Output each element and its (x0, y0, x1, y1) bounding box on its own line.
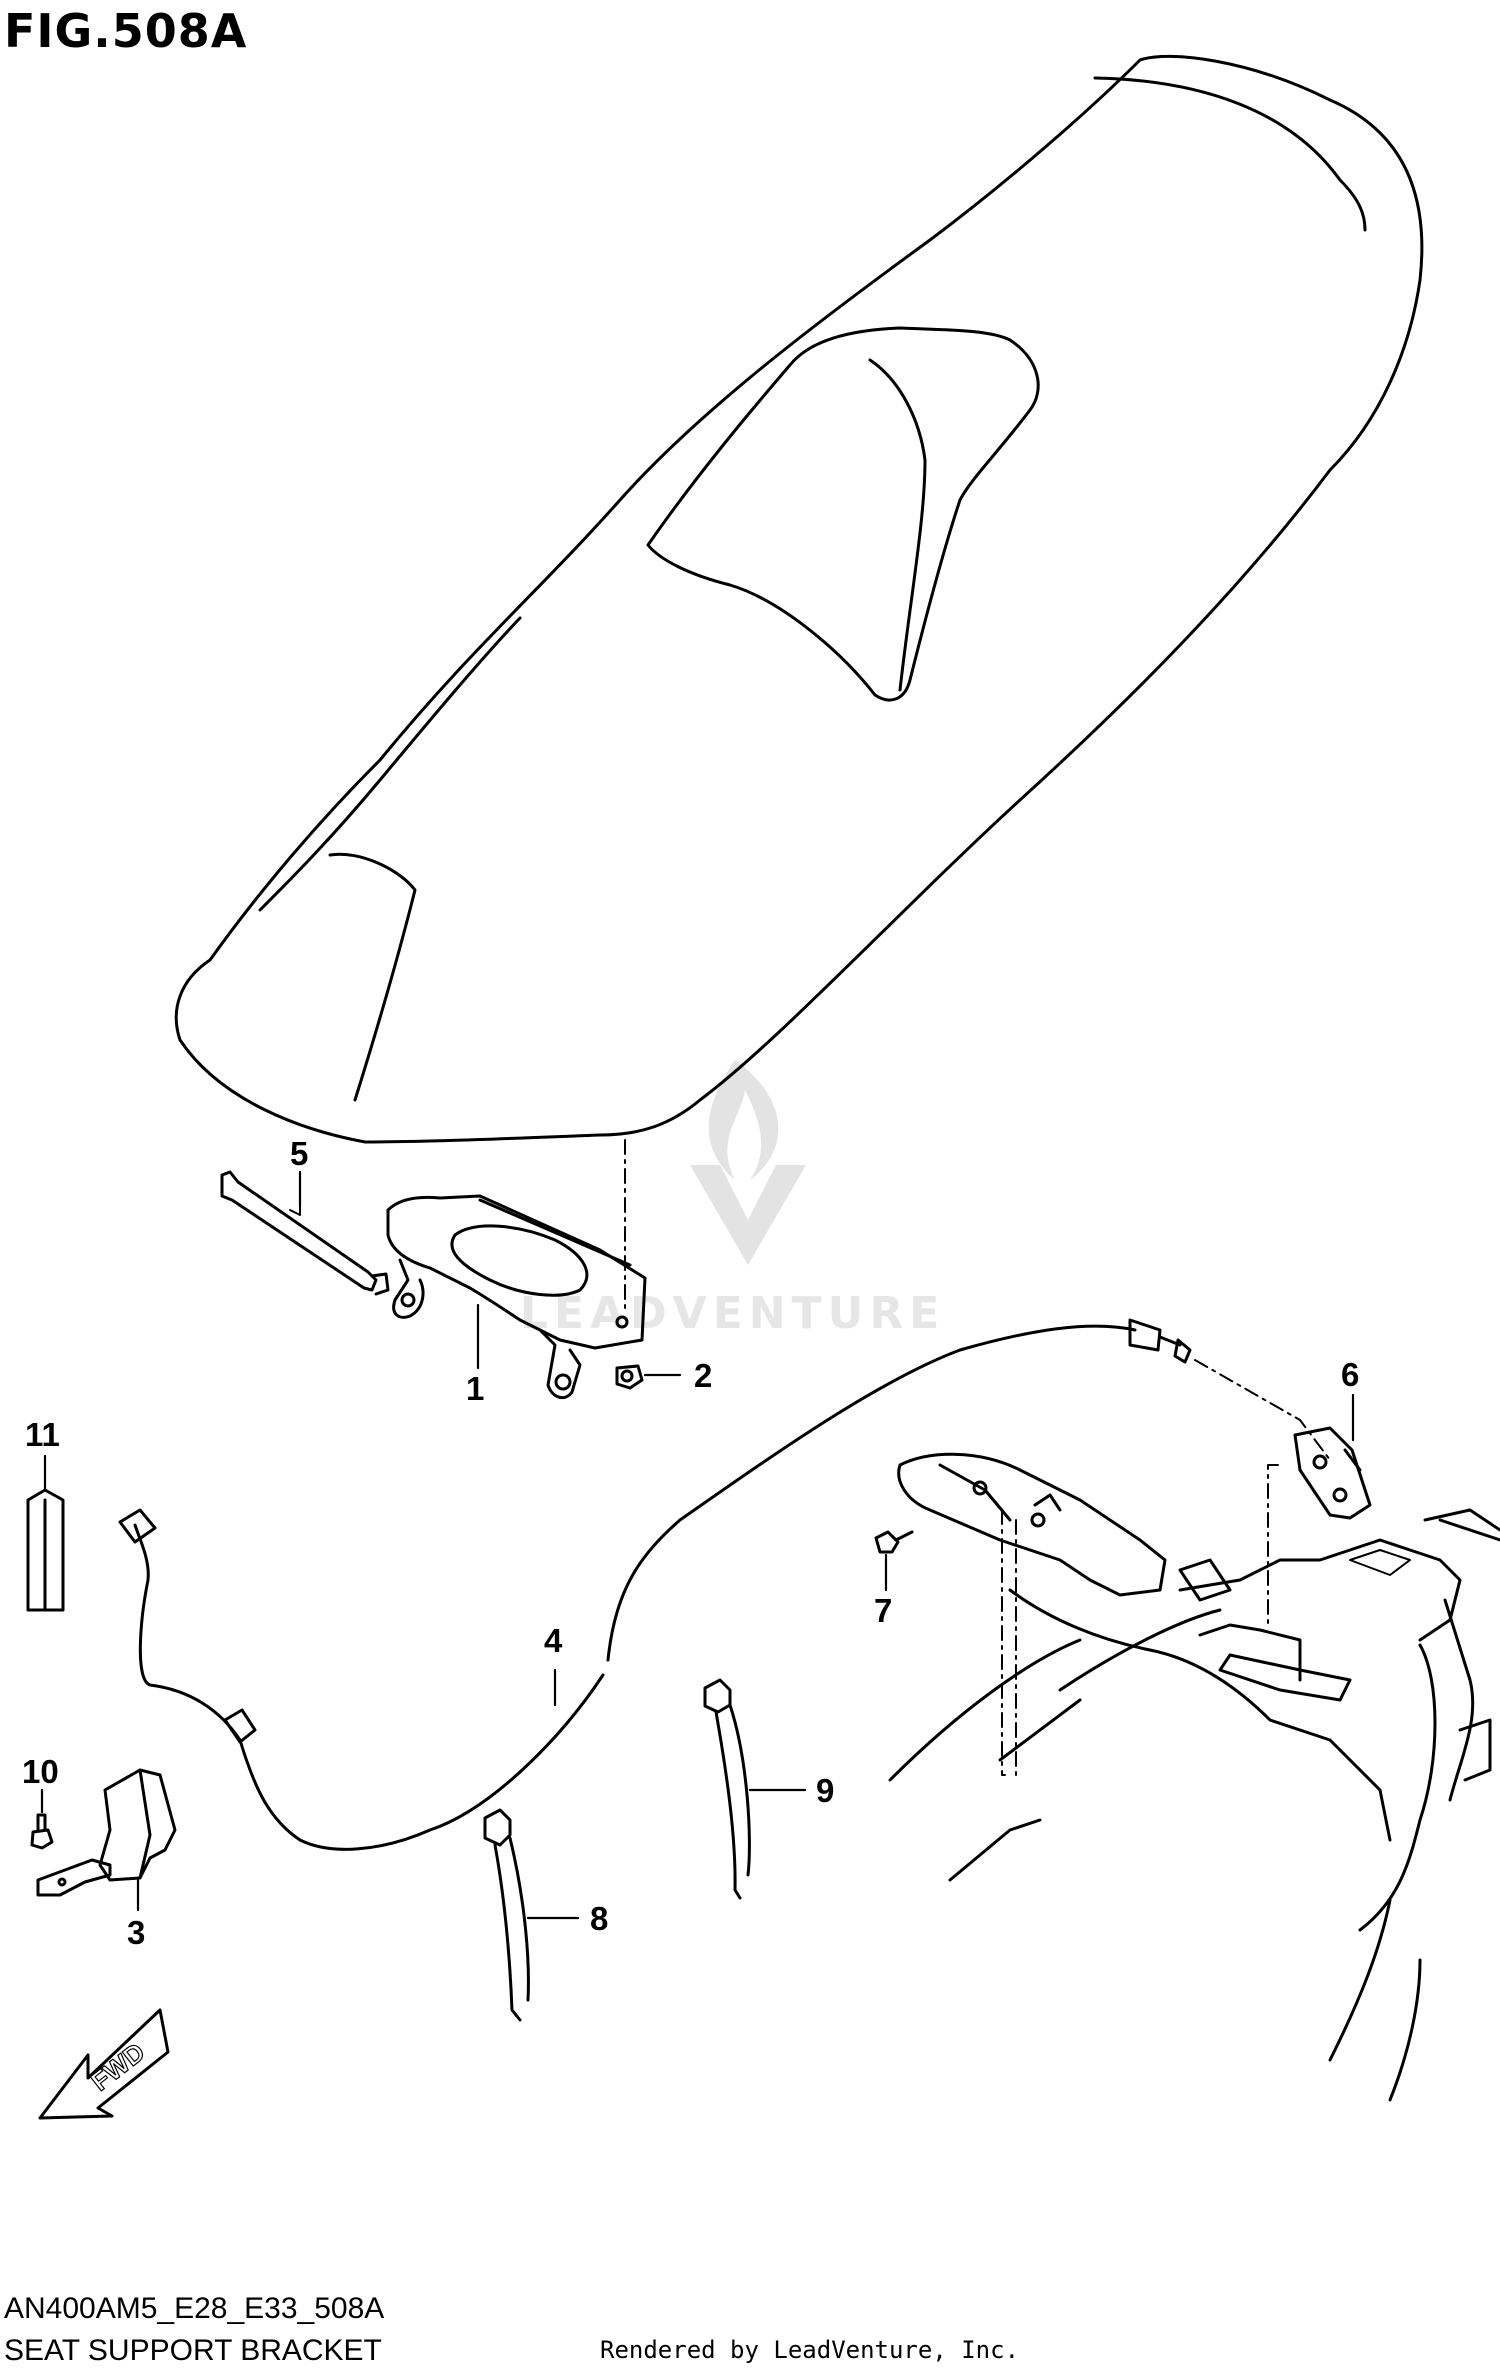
callout-7: 7 (874, 1592, 892, 1629)
watermark-v-icon (690, 1165, 806, 1265)
bolt-10-drawing (30, 1813, 54, 1850)
lock-cover-drawing (36, 1768, 177, 1897)
callout-4: 4 (544, 1622, 563, 1659)
callout-leaders (40, 1170, 1355, 1920)
filler-11-drawing (26, 1488, 65, 1612)
lock-frame-leader-line (1267, 1464, 1279, 1626)
figure-name: SEAT SUPPORT BRACKET (4, 2334, 382, 2367)
fwd-label: FWD (85, 2037, 150, 2097)
seat-lock-drawing (1293, 1426, 1372, 1520)
screw-7-drawing (874, 1530, 914, 1554)
callout-10: 10 (22, 1753, 59, 1790)
watermark-text: LEADVENTURE (520, 1288, 945, 1339)
callout-6: 6 (1341, 1356, 1359, 1393)
clamp-9-drawing (703, 1678, 751, 1900)
figure-code: AN400AM5_E28_E33_508A (4, 2292, 385, 2325)
fwd-arrow (38, 2008, 170, 2120)
seat-drawing (174, 54, 1424, 1144)
watermark: LEADVENTURE (520, 1060, 945, 1339)
nut-2-drawing (615, 1364, 644, 1390)
figure-title: FIG.508A (4, 4, 248, 58)
callout-1: 1 (466, 1370, 484, 1407)
cable-lock-leader-line (1194, 1359, 1331, 1461)
watermark-flame-icon (708, 1060, 779, 1180)
callout-11: 11 (25, 1416, 60, 1453)
bolt-frame-leader-line (1001, 1509, 1017, 1776)
bolt-5-drawing (220, 1170, 390, 1296)
callout-2: 2 (694, 1357, 712, 1394)
rendered-by-credit: Rendered by LeadVenture, Inc. (600, 2336, 1020, 2364)
seat-lock-cable-drawing (118, 1318, 1192, 1851)
callout-5: 5 (290, 1135, 308, 1172)
frame-drawing (888, 1452, 1500, 2102)
callout-8: 8 (590, 1900, 608, 1937)
callout-3: 3 (127, 1914, 145, 1951)
callouts: 1 2 3 4 5 6 7 8 9 10 11 FWD (22, 1135, 1359, 2097)
callout-9: 9 (816, 1772, 834, 1809)
seat-support-bracket-drawing (386, 1194, 647, 1400)
clamp-8-drawing (483, 1808, 530, 2022)
